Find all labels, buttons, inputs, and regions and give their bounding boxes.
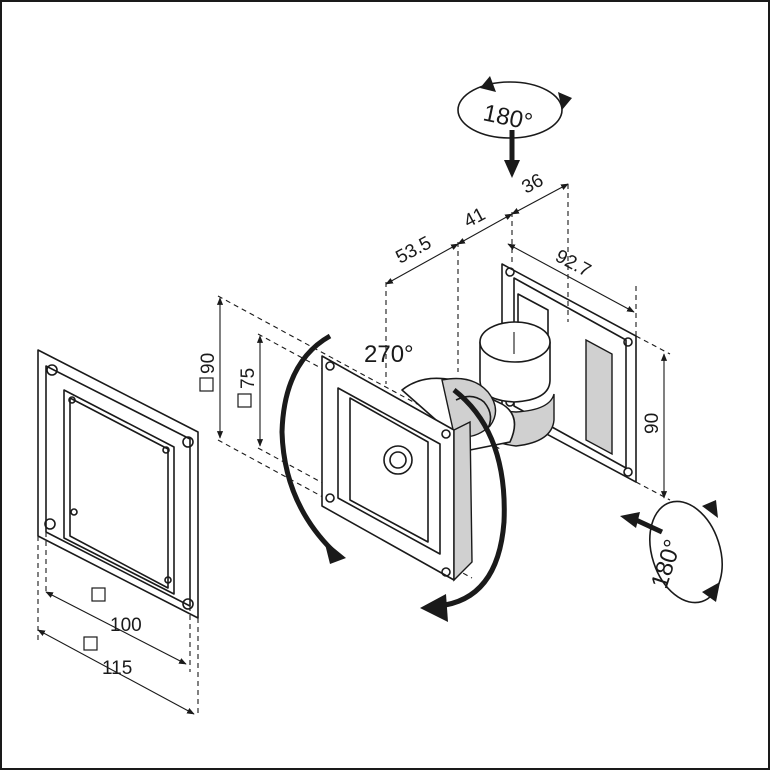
arrow-icon <box>480 76 496 92</box>
rotation-right: 180° <box>620 500 723 604</box>
nut-icon <box>389 451 407 469</box>
arrow-left-icon <box>620 512 640 528</box>
dim-53-5-label: 53.5 <box>392 233 435 269</box>
dim-92-7-label: 92.7 <box>552 246 595 282</box>
rotation-top-label: 180° <box>481 99 535 136</box>
screw-hole-icon <box>164 576 172 584</box>
dim-100-label: 100 <box>110 615 142 636</box>
screw-hole-icon <box>441 567 451 577</box>
screw-hole-icon <box>46 364 58 376</box>
dim-36-label: 36 <box>518 170 547 198</box>
rotation-side: 270° <box>279 333 507 622</box>
nut-icon <box>383 445 413 475</box>
dim-90-left-label: 90 <box>198 353 219 374</box>
rotation-top: 180° <box>457 76 572 178</box>
screw-hole-icon <box>44 518 56 530</box>
arrow-down-icon <box>504 160 520 178</box>
screw-hole-icon <box>162 446 170 454</box>
dim-75-label: 75 <box>238 368 259 389</box>
dim-90-right-label: 90 <box>642 413 663 434</box>
arrow-icon <box>558 92 572 110</box>
rotation-side-label: 270° <box>364 341 414 368</box>
screw-hole-icon <box>68 396 76 404</box>
arrow-icon <box>420 594 448 622</box>
screw-hole-icon <box>325 493 335 503</box>
arrow-icon <box>702 500 718 518</box>
screw-hole-icon <box>70 508 78 516</box>
vesa-plate-left <box>37 349 199 619</box>
screw-hole-icon <box>441 429 451 439</box>
screw-hole-icon <box>182 436 194 448</box>
dim-115-label: 115 <box>102 658 132 679</box>
dim-75: 75 <box>237 333 333 489</box>
vesa-plate-front <box>321 355 473 582</box>
screw-hole-icon <box>623 467 633 477</box>
dim-41-label: 41 <box>460 204 489 232</box>
screw-hole-icon <box>325 361 335 371</box>
rotation-right-label: 180° <box>646 536 687 592</box>
screw-hole-icon <box>623 337 633 347</box>
arrow-icon <box>702 582 720 602</box>
dim-90-right: 90 <box>635 335 671 501</box>
dim-115: 115 <box>37 629 195 715</box>
arrow-icon <box>324 540 346 564</box>
